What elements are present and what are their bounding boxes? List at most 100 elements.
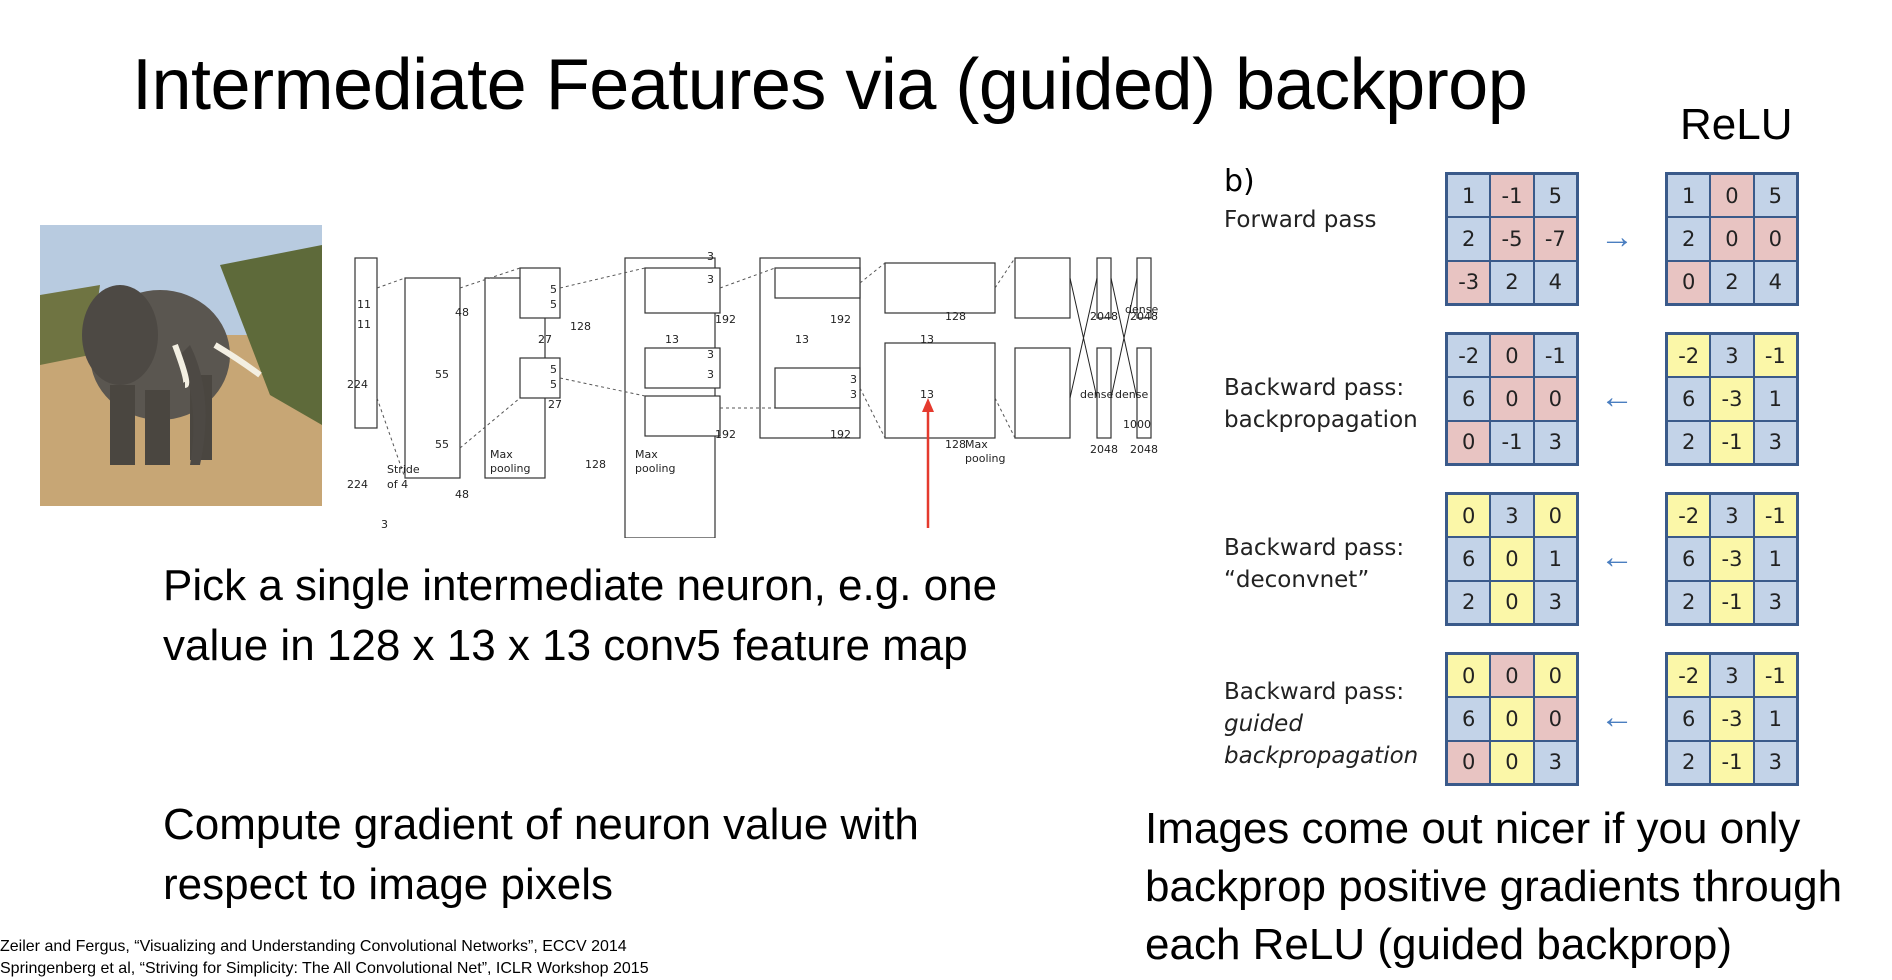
cnn-label: 27 (538, 333, 552, 346)
matrix-cell: 6 (1668, 698, 1710, 740)
matrix-cell: -2 (1448, 335, 1490, 377)
cnn-label: Max (490, 448, 513, 461)
cnn-label: 192 (830, 313, 851, 326)
cnn-label: 128 (585, 458, 606, 471)
matrix-cell: 6 (1668, 538, 1710, 580)
matrix-cell: 1 (1754, 538, 1796, 580)
dense2-bottom (1136, 347, 1152, 439)
alexnet-diagram: 11 11 224 224 3 Stride of 4 55 55 48 5 5… (347, 250, 1158, 538)
selected-neuron-arrowhead (922, 398, 934, 412)
input-layer-box (354, 257, 378, 429)
cnn-label: 11 (357, 298, 371, 311)
arrow-right-icon: → (1600, 218, 1634, 256)
matrix-cell: 2 (1668, 218, 1710, 260)
row-label-line: Backward pass: (1224, 535, 1405, 561)
matrix-cell: 3 (1754, 741, 1796, 783)
matrix-cell: 5 (1534, 175, 1576, 217)
matrix-cell: 3 (1534, 581, 1576, 623)
conv1-box (404, 277, 461, 479)
cnn-label: 5 (550, 283, 557, 296)
cnn-label: 192 (715, 428, 736, 441)
cnn-label: 224 (347, 378, 368, 391)
cnn-label: 3 (381, 518, 388, 531)
matrix-cell: 1 (1754, 378, 1796, 420)
cnn-label: 11 (357, 318, 371, 331)
matrix-cell: 3 (1534, 741, 1576, 783)
cnn-label: 3 (707, 250, 714, 263)
cnn-label: 3 (850, 388, 857, 401)
matrix-cell: 4 (1534, 261, 1576, 303)
cnn-label: 5 (550, 363, 557, 376)
dense1-bottom (1096, 347, 1112, 439)
matrix-cell: -1 (1754, 335, 1796, 377)
matrix-cell: 2 (1448, 581, 1490, 623)
cnn-label: dense (1115, 388, 1148, 401)
cnn-label: 27 (548, 398, 562, 411)
row-label-line: backpropagation (1224, 743, 1419, 769)
matrix-cell: 5 (1754, 175, 1796, 217)
matrix-cell: -3 (1711, 698, 1753, 740)
slide-title: Intermediate Features via (guided) backp… (132, 45, 1528, 125)
matrix-cell: 1 (1448, 175, 1490, 217)
dense1-top (1096, 257, 1112, 319)
conv3-top (644, 267, 721, 314)
matrix-cell: -3 (1711, 378, 1753, 420)
cnn-label: pooling (635, 462, 676, 475)
reference-springenberg: Springenberg et al, “Striving for Simpli… (0, 960, 649, 977)
cnn-label: 128 (570, 320, 591, 333)
matrix-cell: 6 (1448, 378, 1490, 420)
cnn-label: pooling (965, 452, 1006, 465)
matrix-cell: 2 (1448, 218, 1490, 260)
matrix-cell: 2 (1668, 741, 1710, 783)
matrix-cell: 0 (1711, 218, 1753, 260)
matrix-cell: 1 (1754, 698, 1796, 740)
matrix-cell: 0 (1448, 655, 1490, 697)
matrix-cell: 0 (1668, 261, 1710, 303)
row-label: Forward pass (1224, 204, 1376, 236)
matrix-cell: -3 (1711, 538, 1753, 580)
matrix-cell: 1 (1668, 175, 1710, 217)
cnn-label: 1000 (1123, 418, 1151, 431)
matrix-cell: -2 (1668, 335, 1710, 377)
matrix-cell: 0 (1491, 335, 1533, 377)
row-label-line: guided (1224, 711, 1303, 737)
row-label-line: Backward pass: (1224, 375, 1405, 401)
row-label-line: Forward pass (1224, 207, 1377, 233)
cnn-label: pooling (490, 462, 531, 475)
conv4-bottom (774, 367, 861, 409)
matrix-cell: 0 (1534, 655, 1576, 697)
cnn-label: 3 (707, 348, 714, 361)
matrix-cell: 3 (1711, 495, 1753, 537)
matrix-cell: 3 (1754, 581, 1796, 623)
matrix-cell: 0 (1448, 495, 1490, 537)
matrix-cell: 3 (1754, 421, 1796, 463)
conv5-bottom-box (884, 342, 996, 439)
matrix-cell: -2 (1668, 655, 1710, 697)
matrix-cell: 0 (1491, 741, 1533, 783)
cnn-label: 2048 (1090, 443, 1118, 456)
matrix-cell: 0 (1491, 581, 1533, 623)
matrix-cell: 0 (1491, 538, 1533, 580)
elephant-photo (40, 225, 322, 506)
row-label-line: “deconvnet” (1224, 567, 1370, 593)
matrix-cell: 0 (1491, 698, 1533, 740)
matrix-cell: -2 (1668, 495, 1710, 537)
arrow-left-icon: ← (1600, 538, 1634, 576)
cnn-label: 13 (795, 333, 809, 346)
arrow-left-icon: ← (1600, 698, 1634, 736)
row-label: Backward pass:backpropagation (1224, 372, 1418, 436)
cnn-label: 192 (830, 428, 851, 441)
matrix-cell: 0 (1534, 698, 1576, 740)
cnn-label: 3 (707, 368, 714, 381)
conv3-bottom (644, 395, 721, 437)
matrix-cell: -1 (1754, 495, 1796, 537)
bullet-compute-gradient: Compute gradient of neuron value with re… (163, 800, 919, 909)
cnn-label: 3 (850, 373, 857, 386)
matrix-cell: 0 (1754, 218, 1796, 260)
